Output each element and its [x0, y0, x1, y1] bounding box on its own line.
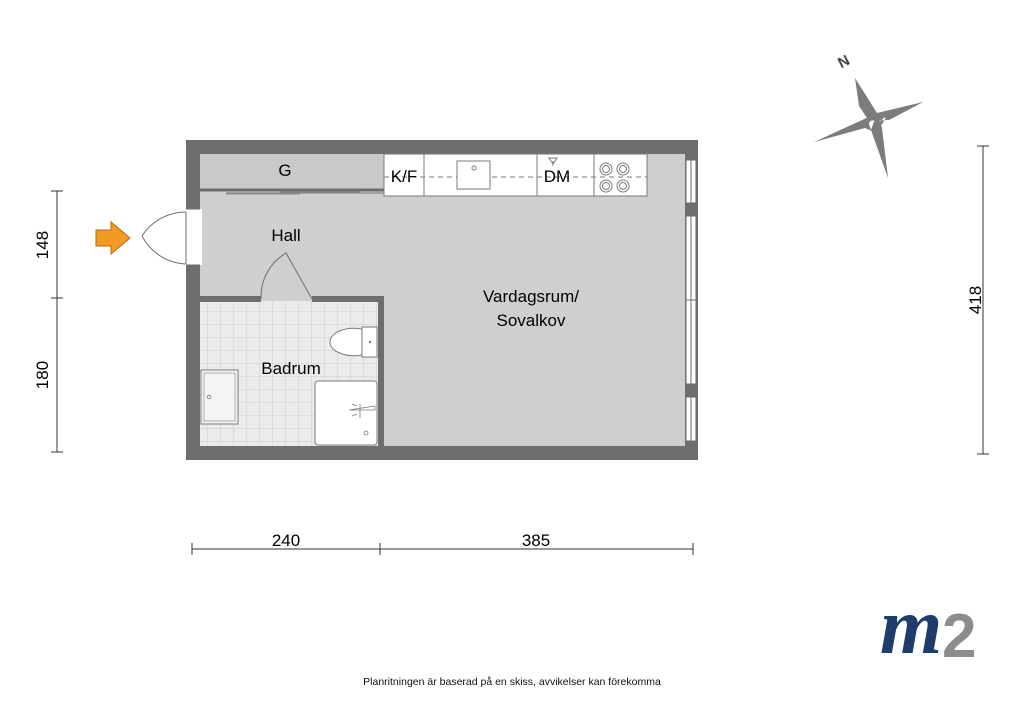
bathroom-wall-right	[378, 296, 384, 446]
dimension-bottom	[191, 543, 694, 555]
dimension-right	[977, 145, 989, 455]
room-label-living-line2: Sovalkov	[497, 311, 566, 330]
compass-north-label: N	[835, 52, 853, 72]
bathroom-wall-top-right	[312, 296, 384, 302]
room-label-hall: Hall	[271, 226, 300, 245]
room-label-living-line1: Vardagsrum/	[483, 287, 579, 306]
m2-logo: m 2	[880, 583, 976, 671]
dimension-right-value: 418	[966, 286, 985, 314]
stove-icon	[599, 162, 630, 193]
toilet-icon	[329, 326, 378, 358]
dimension-left-lower: 180	[33, 361, 52, 389]
entrance-arrow-icon	[95, 220, 131, 256]
svg-text:2: 2	[942, 602, 976, 671]
room-label-kitchen-fridge: K/F	[391, 167, 417, 186]
entrance-door-opening	[184, 209, 202, 265]
svg-text:m: m	[880, 583, 942, 671]
sink-icon	[456, 160, 491, 190]
dimension-left	[51, 190, 63, 453]
compass-rose-icon	[814, 78, 923, 178]
room-label-bathroom: Badrum	[261, 359, 321, 378]
entrance-door-swing	[141, 212, 187, 265]
disclaimer-text: Planritningen är baserad på en skiss, av…	[363, 676, 661, 688]
garderob-area	[200, 154, 384, 190]
room-label-dishwasher: DM	[544, 167, 570, 186]
shower-icon	[200, 369, 239, 425]
bathroom-door-swing	[260, 252, 313, 300]
windows	[685, 159, 697, 442]
bathroom-wall-top-left	[197, 296, 261, 302]
dishwasher-symbol	[548, 157, 558, 166]
dimension-bottom-left: 240	[272, 531, 300, 550]
room-label-garderob: G	[278, 161, 291, 180]
kitchen-counter	[383, 153, 648, 197]
dimension-left-upper: 148	[33, 231, 52, 259]
dimension-bottom-right: 385	[522, 531, 550, 550]
washbasin-icon	[314, 380, 378, 446]
